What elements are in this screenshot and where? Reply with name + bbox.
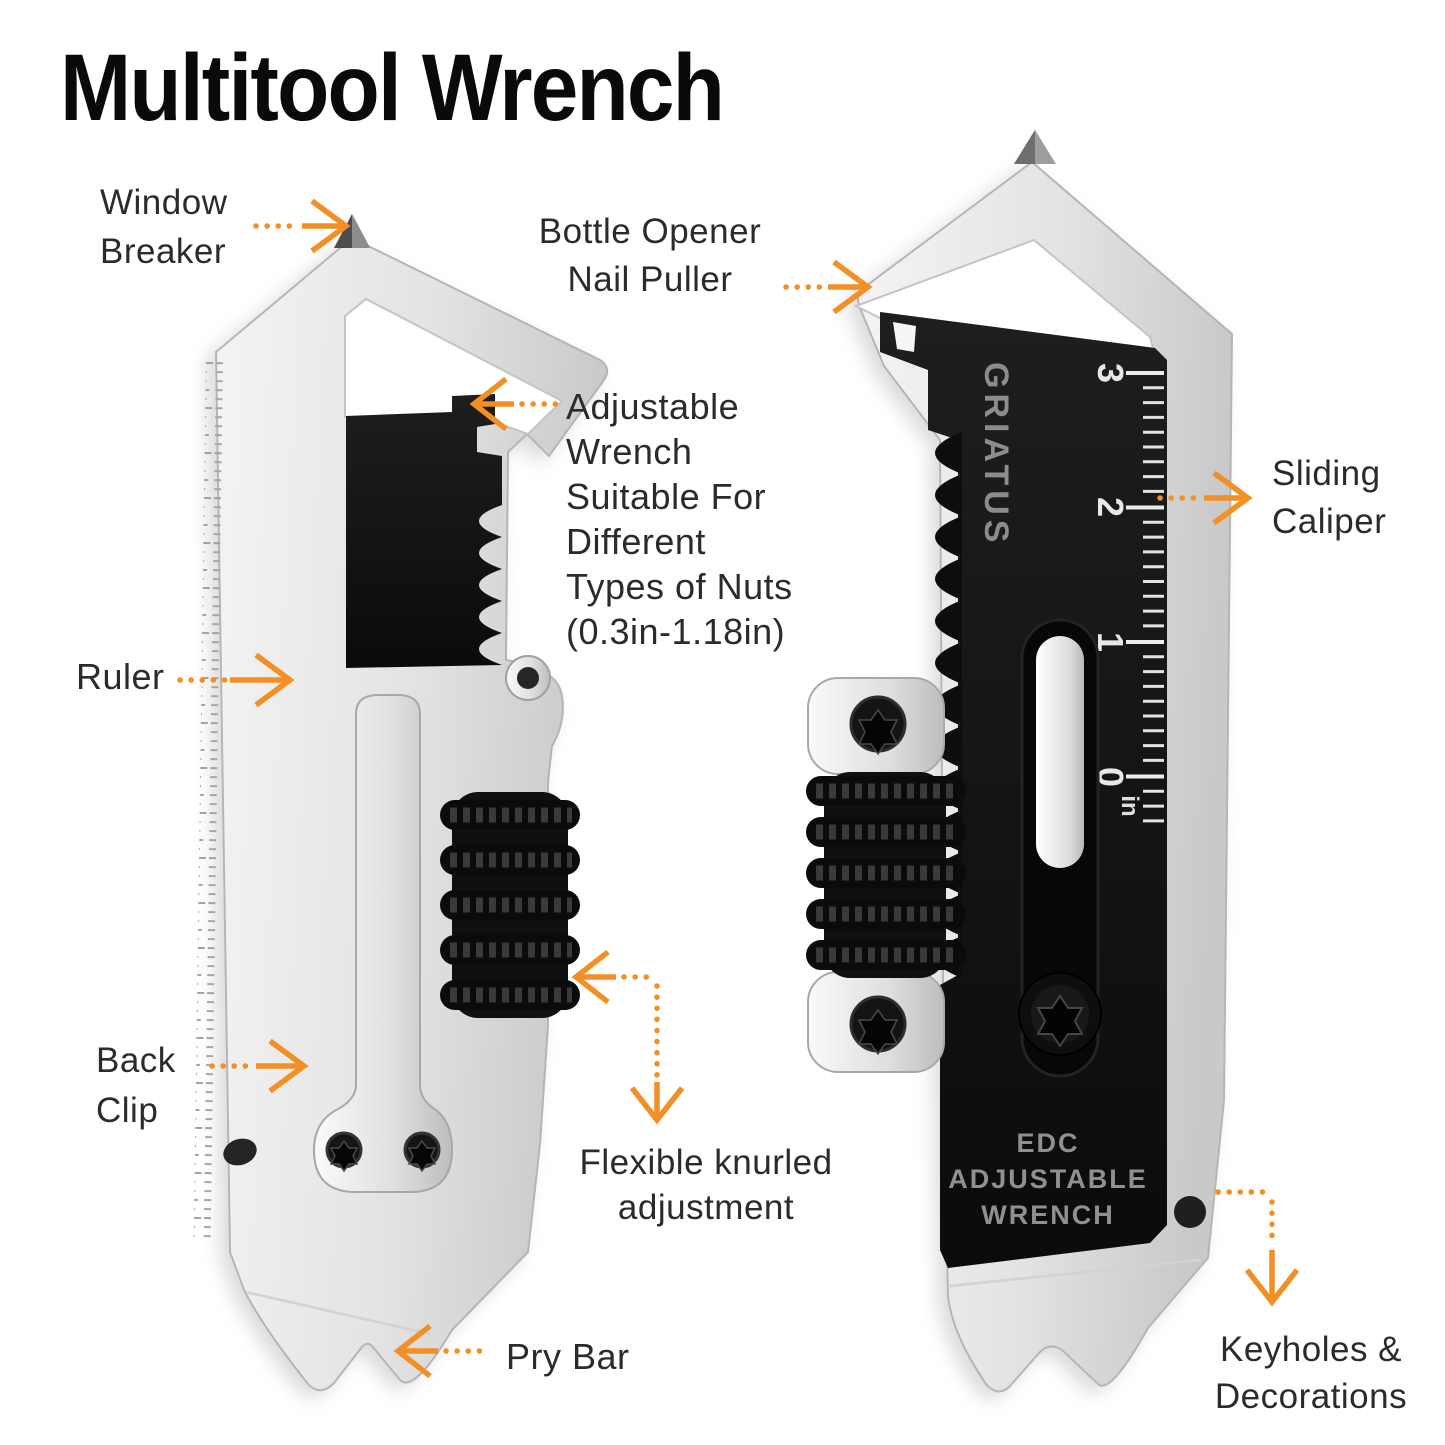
right-tool: 3 2 1 0 in GRIATUS: [806, 130, 1234, 1393]
page-title: Multitool Wrench: [60, 35, 725, 141]
caliper-number-0: 0: [1090, 767, 1131, 787]
label-line: Sliding: [1272, 454, 1381, 493]
label-line: Breaker: [100, 232, 227, 271]
svg-text:WRENCH: WRENCH: [981, 1200, 1115, 1230]
label-line: Bottle Opener: [538, 212, 762, 251]
right-window-breaker-spike-facet: [1014, 130, 1035, 164]
label-bottle-opener-nail-puller: Bottle Opener Nail Puller: [505, 208, 795, 304]
label-line: Caliper: [1272, 502, 1387, 541]
label-line: Types of Nuts: [566, 566, 793, 607]
flexible-knurled-arrow: [571, 949, 685, 1125]
label-ruler: Ruler: [76, 652, 165, 701]
caliper-number-2: 2: [1090, 497, 1131, 517]
nail-puller-arrow: [783, 259, 873, 315]
label-line: Window: [100, 183, 228, 222]
label-line: Ruler: [76, 656, 165, 697]
pry-bar-arrow: [393, 1323, 487, 1379]
right-nail-puller-notch: [893, 322, 916, 352]
adjustable-wrench-arrow: [469, 376, 561, 432]
label-line: adjustment: [617, 1188, 795, 1227]
right-bottom-facet: [949, 1258, 1201, 1288]
left-window-breaker-spike-facet: [352, 214, 370, 248]
label-pry-bar: Pry Bar: [506, 1332, 630, 1381]
label-line: Wrench: [566, 431, 693, 472]
right-knurl-wheel: [806, 772, 966, 978]
label-keyholes: Keyholes & Decorations: [1178, 1326, 1444, 1420]
label-flexible-knurled: Flexible knurled adjustment: [538, 1140, 874, 1230]
label-line: Different: [566, 521, 706, 562]
left-keyhole: [223, 1138, 257, 1166]
left-bottom-facet: [245, 1290, 431, 1336]
label-line: (0.3in-1.18in): [566, 611, 786, 652]
left-screw-boss-hole: [517, 667, 539, 689]
label-adjustable-wrench: Adjustable Wrench Suitable For Different…: [566, 384, 793, 654]
left-ruler-ticks: [193, 356, 223, 1241]
label-window-breaker: Window Breaker: [100, 178, 227, 276]
label-line: Clip: [96, 1091, 159, 1130]
label-line: Back: [96, 1041, 176, 1080]
svg-text:ADJUSTABLE: ADJUSTABLE: [948, 1164, 1148, 1194]
caliper-unit: in: [1116, 795, 1143, 816]
left-clip-screws: [325, 1131, 441, 1173]
label-line: Nail Puller: [567, 260, 733, 299]
sliding-caliper-arrow: [1157, 470, 1253, 526]
brand-text: GRIATUS: [977, 362, 1015, 547]
right-caliper-slot: [1018, 618, 1102, 1078]
label-back-clip: Back Clip: [96, 1036, 176, 1136]
back-clip-arrow: [209, 1038, 309, 1094]
left-tool: [193, 214, 609, 1392]
right-keyhole: [1174, 1196, 1206, 1228]
label-line: Decorations: [1214, 1377, 1408, 1416]
label-line: Suitable For: [566, 476, 767, 517]
caliper-pin: [1036, 636, 1084, 868]
keyholes-arrow: [1215, 1189, 1300, 1307]
right-caliper-ticks: [1126, 360, 1166, 830]
label-line: Flexible knurled: [579, 1143, 833, 1182]
left-wrench-jaw: [346, 394, 502, 668]
label-sliding-caliper: Sliding Caliper: [1272, 450, 1386, 546]
label-line: Adjustable: [566, 386, 740, 427]
ruler-arrow: [177, 652, 295, 708]
window-breaker-arrow: [253, 198, 351, 254]
right-engraving: EDC ADJUSTABLE WRENCH: [948, 1128, 1148, 1230]
caliper-number-1: 1: [1090, 632, 1131, 652]
label-line: Keyholes &: [1219, 1330, 1403, 1369]
left-back-clip: [312, 694, 454, 1193]
left-knurl-wheel: [440, 792, 580, 1018]
right-movable-jaw: [806, 677, 966, 1073]
label-line: Pry Bar: [506, 1336, 630, 1377]
caliper-number-3: 3: [1090, 363, 1131, 383]
svg-text:EDC: EDC: [1016, 1128, 1079, 1158]
